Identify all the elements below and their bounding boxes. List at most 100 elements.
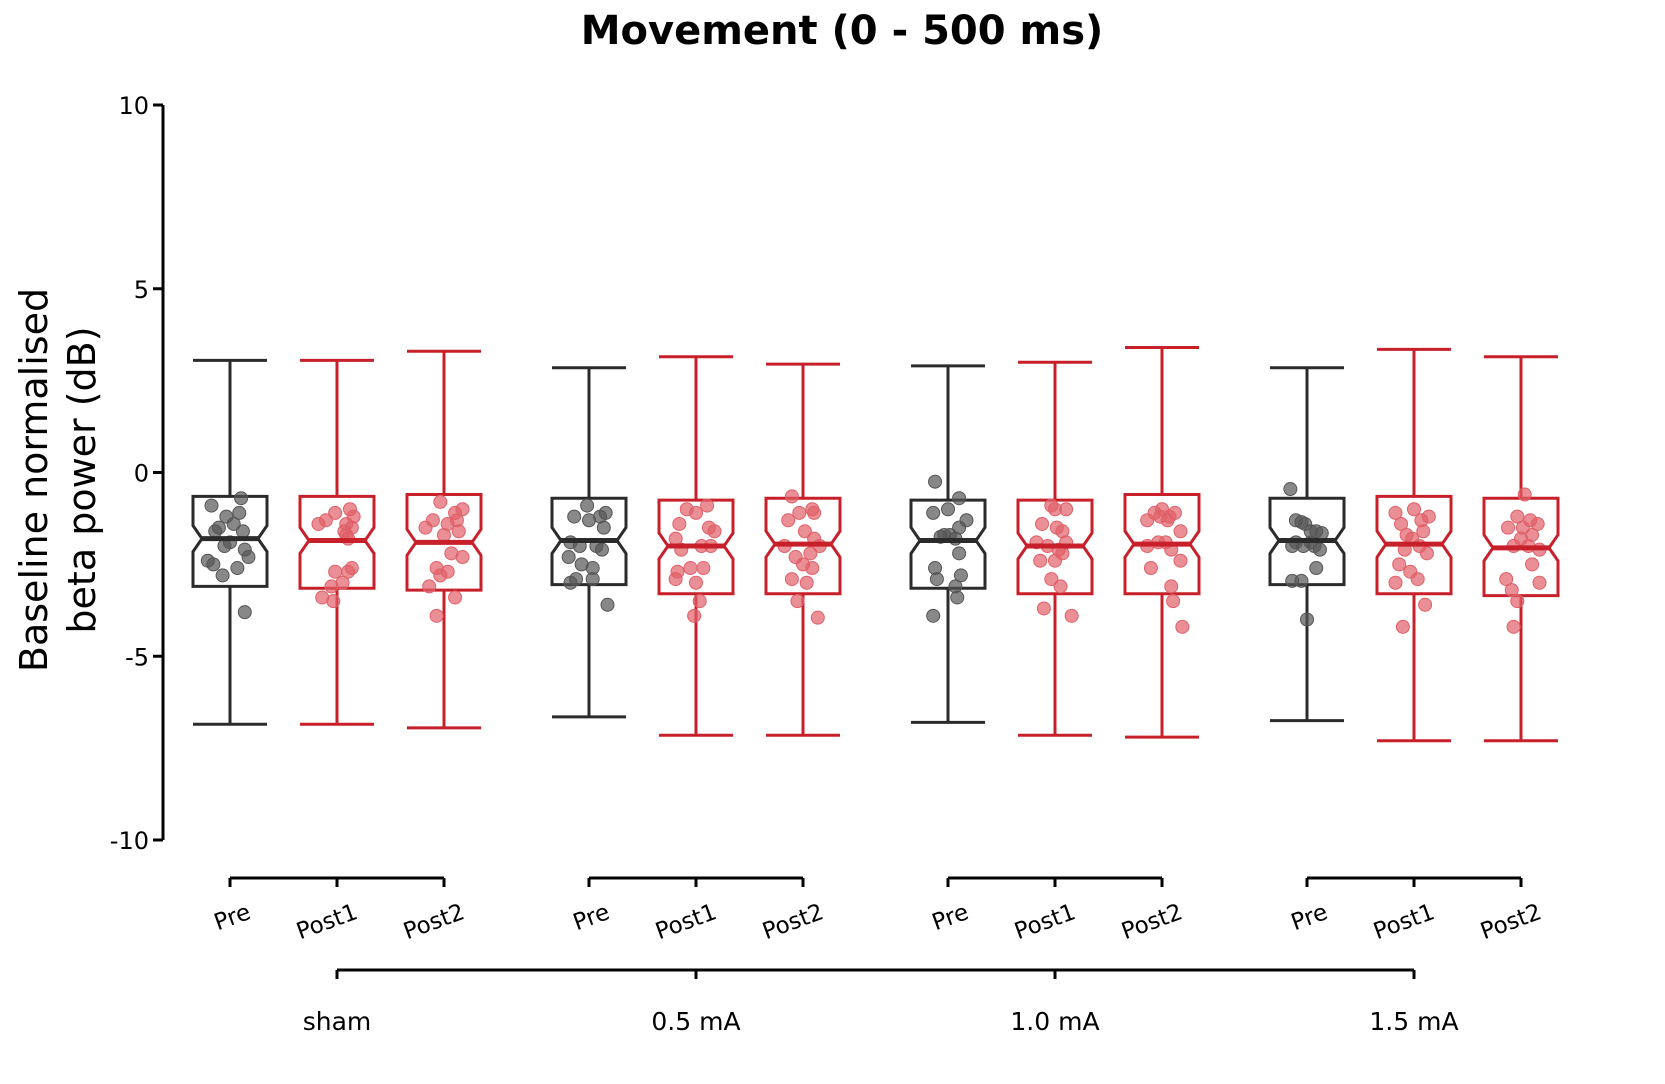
data-point — [926, 608, 941, 623]
y-tick-label: -5 — [125, 643, 149, 671]
x-tick-label-pre: Pre — [929, 899, 972, 936]
data-point — [689, 505, 703, 520]
data-point — [433, 568, 448, 583]
data-point — [1140, 513, 1155, 528]
data-point — [226, 516, 241, 531]
chart-title: Movement (0 - 500 ms) — [581, 8, 1104, 54]
data-point — [206, 557, 221, 572]
data-point — [1418, 597, 1433, 612]
box-05mA-post2 — [764, 362, 842, 737]
data-point — [208, 524, 223, 539]
y-tick-label: 0 — [134, 460, 149, 488]
x-tick-label-post1: Post1 — [1370, 899, 1438, 945]
data-point — [1532, 575, 1547, 590]
data-point — [950, 590, 965, 605]
data-point — [1388, 505, 1403, 520]
box-sham-post2 — [405, 349, 483, 730]
data-point — [790, 594, 805, 609]
data-point — [1035, 516, 1050, 531]
data-point — [1501, 520, 1516, 535]
data-point — [600, 597, 615, 612]
group-label-3: 1.5 mA — [1369, 1007, 1458, 1036]
box-15mA-post2 — [1482, 355, 1560, 743]
data-point — [585, 572, 600, 587]
data-point — [687, 608, 702, 623]
box-sham-pre — [191, 358, 269, 726]
data-point — [235, 524, 250, 539]
data-point — [1419, 546, 1434, 561]
data-point — [241, 550, 256, 565]
data-point — [1388, 575, 1403, 590]
x-tick-label-post2: Post2 — [400, 899, 468, 945]
data-point — [1312, 542, 1327, 557]
data-point — [326, 594, 341, 609]
data-point — [803, 546, 818, 561]
x-tick-label-post1: Post1 — [293, 899, 361, 945]
data-point — [1416, 524, 1431, 539]
data-point — [799, 575, 814, 590]
data-point — [433, 494, 448, 509]
box-10mA-post1 — [1016, 360, 1094, 737]
data-point — [449, 513, 464, 528]
y-tick-label: 10 — [118, 92, 149, 120]
data-point — [1164, 579, 1179, 594]
data-point — [696, 561, 711, 576]
data-point — [953, 568, 968, 583]
box-10mA-post2 — [1123, 346, 1201, 739]
data-point — [1053, 579, 1068, 594]
data-point — [217, 539, 232, 553]
data-point — [810, 610, 825, 625]
data-point — [792, 505, 807, 520]
data-point — [1394, 516, 1409, 531]
data-point — [437, 527, 451, 542]
data-point — [1395, 619, 1410, 634]
data-point — [455, 550, 470, 565]
data-point — [429, 608, 444, 623]
x-tick-label-post2: Post2 — [1477, 899, 1545, 945]
x-tick-label-post2: Post2 — [1118, 899, 1186, 945]
data-point — [941, 502, 955, 517]
data-point — [670, 564, 685, 579]
data-point — [448, 590, 463, 605]
box-05mA-post1 — [657, 355, 735, 737]
data-point — [234, 491, 249, 506]
data-point — [324, 579, 339, 594]
data-point — [1504, 583, 1519, 598]
data-point — [1407, 502, 1421, 517]
data-point — [1517, 487, 1532, 502]
data-point — [237, 605, 252, 620]
data-point — [1055, 546, 1070, 561]
data-point — [230, 561, 245, 576]
data-point — [1283, 482, 1298, 497]
group-label-0: sham — [303, 1007, 372, 1036]
data-point — [928, 474, 943, 489]
data-point — [1175, 619, 1190, 634]
y-tick-label: -10 — [110, 827, 149, 855]
data-point — [418, 520, 433, 535]
data-point — [1309, 561, 1324, 576]
data-point — [1064, 608, 1079, 623]
data-point — [1044, 572, 1059, 587]
box-10mA-pre — [909, 364, 987, 724]
data-point — [344, 520, 359, 535]
data-point — [1173, 553, 1188, 568]
data-point — [1036, 601, 1051, 616]
data-point — [692, 594, 707, 609]
data-point — [328, 564, 343, 579]
y-axis-label-line2: beta power (dB) — [60, 326, 104, 633]
data-point — [1300, 612, 1314, 627]
data-point — [952, 546, 967, 561]
data-point — [582, 513, 596, 528]
data-point — [1166, 594, 1181, 609]
data-point — [1530, 516, 1545, 531]
data-point — [318, 513, 333, 528]
data-point — [563, 575, 578, 590]
data-point — [683, 561, 698, 576]
data-point — [1314, 526, 1329, 541]
data-point — [926, 505, 941, 520]
data-point — [1392, 557, 1407, 572]
